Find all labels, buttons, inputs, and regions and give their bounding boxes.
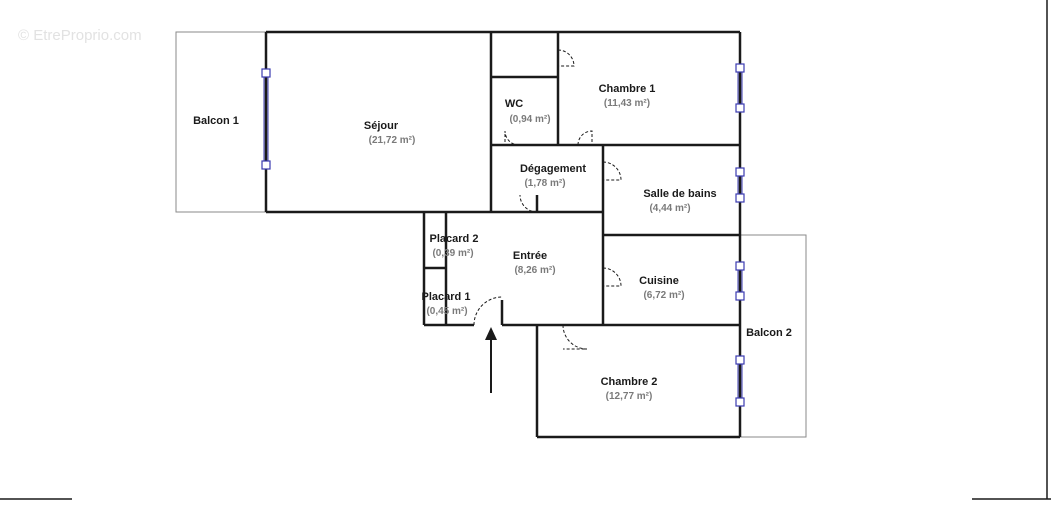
walls [264,30,742,439]
room-salle-de-bains: Salle de bains (4,44 m²) [643,188,716,214]
room-balcon-1: Balcon 1 [193,115,239,127]
room-name: Entrée [513,250,547,262]
doors [473,49,622,350]
room-area: (1,78 m²) [524,178,565,189]
room-balcon-2: Balcon 2 [746,327,792,339]
windows [261,63,745,407]
room-name: Séjour [364,120,399,132]
room-degagement: Dégagement (1,78 m²) [520,163,586,189]
room-area: (0,45 m²) [426,306,467,317]
room-area: (0,94 m²) [509,114,550,125]
room-wc: WC (0,94 m²) [505,98,551,125]
room-sejour: Séjour (21,72 m²) [364,120,415,146]
room-area: (6,72 m²) [643,290,684,301]
balcon-1-outline [175,31,266,213]
room-name: Chambre 1 [599,83,656,95]
room-name: Balcon 1 [193,115,239,127]
room-name: Dégagement [520,163,586,175]
room-chambre-1: Chambre 1 (11,43 m²) [599,83,656,109]
room-placard-1: Placard 1 (0,45 m²) [422,291,471,317]
room-area: (0,39 m²) [432,248,473,259]
room-entree: Entrée (8,26 m²) [513,250,556,276]
room-name: Balcon 2 [746,327,792,339]
room-placard-2: Placard 2 (0,39 m²) [430,233,479,259]
entrance-arrow-icon [485,327,497,393]
room-area: (21,72 m²) [369,135,416,146]
room-name: Cuisine [639,275,679,287]
room-chambre-2: Chambre 2 (12,77 m²) [601,376,658,402]
room-name: Placard 1 [422,291,471,303]
room-cuisine: Cuisine (6,72 m²) [639,275,684,301]
room-area: (11,43 m²) [604,98,650,109]
room-name: Salle de bains [643,188,716,200]
room-area: (4,44 m²) [649,203,690,214]
balcon-2-outline [740,234,807,438]
room-name: WC [505,98,523,110]
room-name: Placard 2 [430,233,479,245]
room-area: (12,77 m²) [606,391,653,402]
watermark: © EtreProprio.com [18,27,142,44]
room-area: (8,26 m²) [514,265,555,276]
room-name: Chambre 2 [601,376,658,388]
